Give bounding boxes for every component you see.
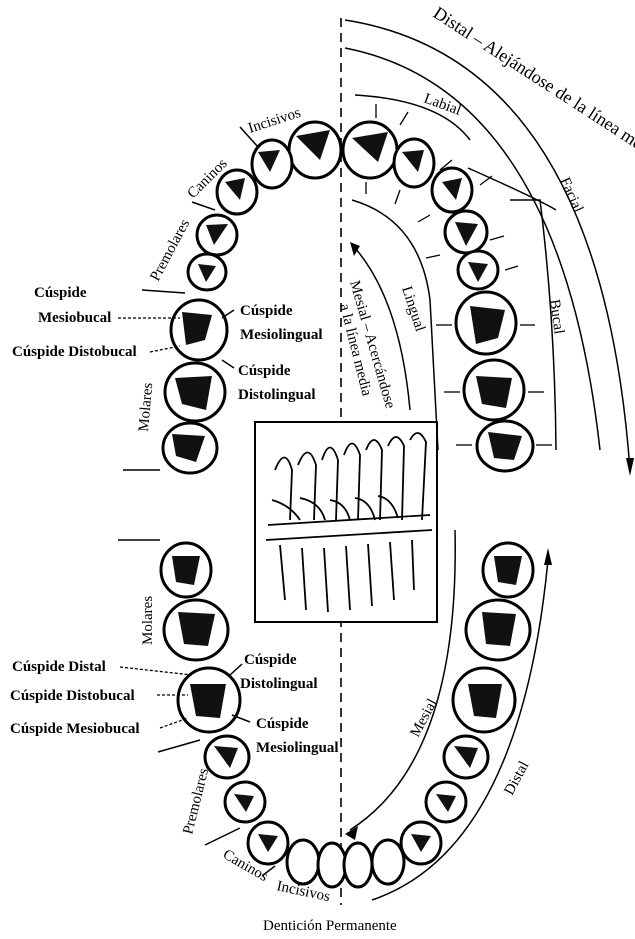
cuspide-distolingual-bottom-label-1: Cúspide <box>244 652 297 668</box>
molares-bottom-label: Molares <box>140 596 156 645</box>
caption: Dentición Permanente <box>263 918 397 934</box>
distal-bottom-label: Distal <box>501 759 532 798</box>
tooth <box>344 843 372 887</box>
mesial-bottom-arrowhead <box>345 826 358 840</box>
cuspide-mesiolingual-top-label-1: Cúspide <box>240 303 293 319</box>
mesial-arrowhead <box>350 242 360 256</box>
leader-line <box>160 718 188 728</box>
lingual-label: Lingual <box>398 284 428 333</box>
mesial-bottom-label: Mesial <box>407 696 440 740</box>
tooth <box>372 840 404 884</box>
molares-top-label: Molares <box>136 382 156 433</box>
cuspide-mesiolingual-top-label-2: Mesiolingual <box>240 327 323 343</box>
cuspide-mesiobucal-label-1: Cúspide <box>34 285 87 301</box>
leader-line <box>120 667 192 675</box>
cuspide-distolingual-top-label-2: Distolingual <box>238 387 316 403</box>
leader-line <box>230 664 242 675</box>
distal-bottom-arrowhead <box>544 548 552 565</box>
cuspide-distolingual-top-label-1: Cúspide <box>238 363 291 379</box>
premolares-bottom-label: Premolares <box>180 766 212 836</box>
upper-arch-right <box>343 122 533 471</box>
cuspide-distal-bottom-label: Cúspide Distal <box>12 659 106 675</box>
side-view-inset <box>255 422 437 622</box>
divider <box>192 202 215 210</box>
leader-line <box>222 360 234 368</box>
cuspide-distobucal-top-label: Cúspide Distobucal <box>12 344 137 360</box>
cuspide-distolingual-bottom-label-2: Distolingual <box>240 676 318 692</box>
divider <box>205 828 240 845</box>
cuspide-mesiobucal-label-2: Mesiobucal <box>38 310 111 326</box>
cuspide-mesiobucal-bottom-label: Cúspide Mesiobucal <box>10 721 140 737</box>
divider <box>142 290 185 293</box>
tooth <box>287 840 319 884</box>
facial-bracket <box>468 168 556 210</box>
divider <box>158 740 200 752</box>
premolares-top-label: Premolares <box>147 217 193 284</box>
cuspide-distobucal-bottom-label: Cúspide Distobucal <box>10 688 135 704</box>
facial-label: Facial <box>556 175 586 215</box>
tooth <box>318 843 346 887</box>
cuspide-mesiolingual-bottom-label-2: Mesiolingual <box>256 740 339 756</box>
distal-top-label: Distal – Alejándose de la línea media <box>430 3 635 166</box>
bucal-label: Bucal <box>546 298 567 335</box>
distal-arrowhead <box>626 458 634 476</box>
cuspide-mesiolingual-bottom-label-1: Cúspide <box>256 716 309 732</box>
upper-arch-left <box>163 122 341 473</box>
labial-label: Labial <box>422 91 463 119</box>
